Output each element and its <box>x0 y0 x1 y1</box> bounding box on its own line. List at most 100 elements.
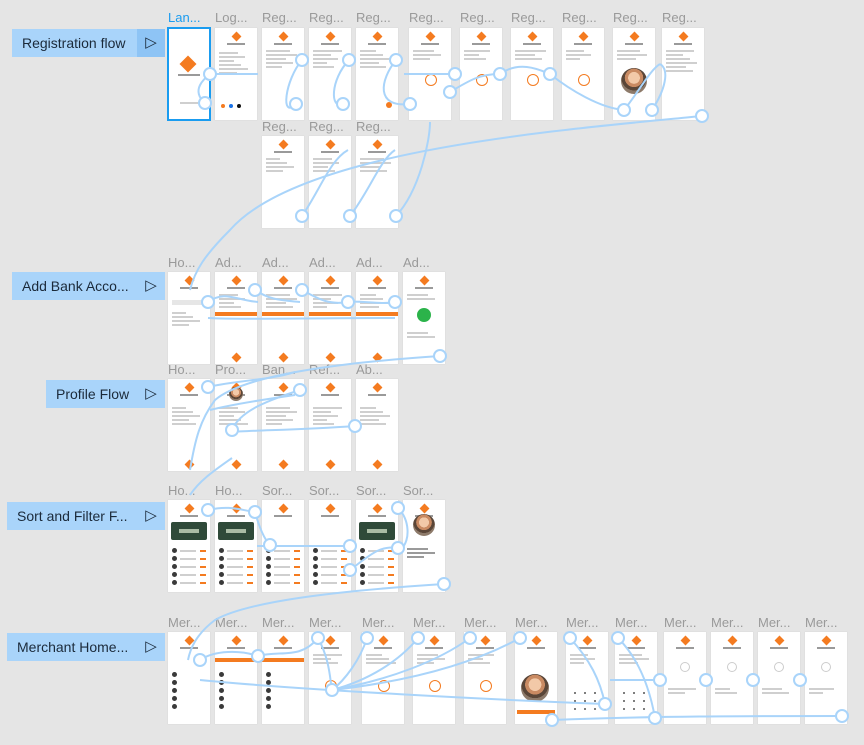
frame-title[interactable]: Ho... <box>168 255 196 270</box>
frame-title[interactable]: Reg... <box>613 10 648 25</box>
keypad-key[interactable] <box>574 692 576 694</box>
frame-thumbnail[interactable] <box>168 632 210 724</box>
connection-node[interactable] <box>617 103 631 117</box>
connection-node[interactable] <box>388 295 402 309</box>
frame-title[interactable]: Mer... <box>168 615 201 630</box>
frame-title[interactable]: Mer... <box>215 615 248 630</box>
connection-node[interactable] <box>343 563 357 577</box>
connection-node[interactable] <box>193 653 207 667</box>
connection-node[interactable] <box>433 349 447 363</box>
frame-thumbnail[interactable] <box>403 272 445 364</box>
connection-node[interactable] <box>543 67 557 81</box>
connection-node[interactable] <box>225 423 239 437</box>
connection-node[interactable] <box>325 683 339 697</box>
frame-title[interactable]: Pro... <box>215 362 247 377</box>
flow-label-profile[interactable]: Profile Flow ▷ <box>46 380 165 408</box>
frame-title[interactable]: Reg... <box>309 119 344 134</box>
frame-title[interactable]: Sor... <box>309 483 340 498</box>
keypad-key[interactable] <box>623 700 625 702</box>
frame-title[interactable]: Log... <box>215 10 248 25</box>
frame-title[interactable]: Ad... <box>262 255 289 270</box>
flow-label-merchant[interactable]: Merchant Home... ▷ <box>7 633 165 661</box>
frame-title[interactable]: Reg... <box>460 10 495 25</box>
keypad-key[interactable] <box>623 692 625 694</box>
frame-title[interactable]: Sor... <box>356 483 387 498</box>
connection-node[interactable] <box>311 631 325 645</box>
keypad-key[interactable] <box>594 700 596 702</box>
connection-node[interactable] <box>343 539 357 553</box>
connection-node[interactable] <box>443 85 457 99</box>
connection-node[interactable] <box>342 53 356 67</box>
connection-node[interactable] <box>289 97 303 111</box>
frame-title[interactable]: Mer... <box>515 615 548 630</box>
next-button[interactable] <box>386 102 392 108</box>
upload-icon[interactable] <box>378 680 390 692</box>
frame-title[interactable]: Ho... <box>168 362 196 377</box>
play-icon[interactable]: ▷ <box>145 277 157 294</box>
flow-label-add-bank[interactable]: Add Bank Acco... ▷ <box>12 272 165 300</box>
flow-label-sort-filter[interactable]: Sort and Filter F... ▷ <box>7 502 165 530</box>
frame-title[interactable]: Mer... <box>413 615 446 630</box>
connection-node[interactable] <box>201 295 215 309</box>
frame-thumbnail[interactable] <box>562 28 604 120</box>
connection-node[interactable] <box>336 97 350 111</box>
play-icon[interactable]: ▷ <box>137 29 165 57</box>
connection-node[interactable] <box>201 503 215 517</box>
frame-title[interactable]: Ab... <box>356 362 383 377</box>
keypad-key[interactable] <box>643 708 645 710</box>
connection-node[interactable] <box>389 53 403 67</box>
upload-icon[interactable] <box>476 74 488 86</box>
frame-thumbnail[interactable] <box>515 632 557 724</box>
frame-title[interactable]: Mer... <box>664 615 697 630</box>
frame-title[interactable]: Ad... <box>403 255 430 270</box>
frame-title[interactable]: Reg... <box>262 119 297 134</box>
frame-title[interactable]: Mer... <box>805 615 838 630</box>
frame-thumbnail[interactable] <box>464 632 506 724</box>
connection-node[interactable] <box>463 631 477 645</box>
frame-title[interactable]: Mer... <box>262 615 295 630</box>
frame-title[interactable]: Ho... <box>215 483 243 498</box>
connection-node[interactable] <box>411 631 425 645</box>
frame-thumbnail[interactable] <box>356 28 398 120</box>
connection-node[interactable] <box>348 419 362 433</box>
connection-node[interactable] <box>201 380 215 394</box>
upload-icon[interactable] <box>429 680 441 692</box>
frame-title[interactable]: Ad... <box>215 255 242 270</box>
upload-icon[interactable] <box>480 680 492 692</box>
frame-thumbnail[interactable] <box>403 500 445 592</box>
keypad-key[interactable] <box>584 692 586 694</box>
connection-node[interactable] <box>648 711 662 725</box>
connection-node[interactable] <box>746 673 760 687</box>
continue-button[interactable] <box>517 710 555 714</box>
connection-node[interactable] <box>437 577 451 591</box>
keypad-key[interactable] <box>574 708 576 710</box>
keypad-key[interactable] <box>643 700 645 702</box>
keypad-key[interactable] <box>594 692 596 694</box>
frame-thumbnail[interactable] <box>309 379 351 471</box>
frame-title[interactable]: Mer... <box>615 615 648 630</box>
keypad-key[interactable] <box>633 692 635 694</box>
frame-thumbnail[interactable] <box>356 500 398 592</box>
connection-node[interactable] <box>391 541 405 555</box>
frame-title[interactable]: Reg... <box>356 10 391 25</box>
keypad-key[interactable] <box>594 708 596 710</box>
play-icon[interactable]: ▷ <box>145 638 157 655</box>
connection-node[interactable] <box>645 103 659 117</box>
keypad-key[interactable] <box>623 708 625 710</box>
frame-title[interactable]: Reg... <box>511 10 546 25</box>
social-login-icon[interactable] <box>229 104 233 108</box>
frame-thumbnail[interactable] <box>711 632 753 724</box>
keypad-key[interactable] <box>643 692 645 694</box>
upload-icon[interactable] <box>527 74 539 86</box>
connection-node[interactable] <box>251 649 265 663</box>
connection-node[interactable] <box>695 109 709 123</box>
connection-node[interactable] <box>493 67 507 81</box>
keypad-key[interactable] <box>584 708 586 710</box>
frame-thumbnail[interactable] <box>262 632 304 724</box>
connection-node[interactable] <box>198 96 212 110</box>
frame-title[interactable]: Ad... <box>356 255 383 270</box>
frame-title[interactable]: Reg... <box>356 119 391 134</box>
frame-title[interactable]: Reg... <box>262 10 297 25</box>
frame-title[interactable]: Mer... <box>464 615 497 630</box>
frame-title[interactable]: Mer... <box>362 615 395 630</box>
